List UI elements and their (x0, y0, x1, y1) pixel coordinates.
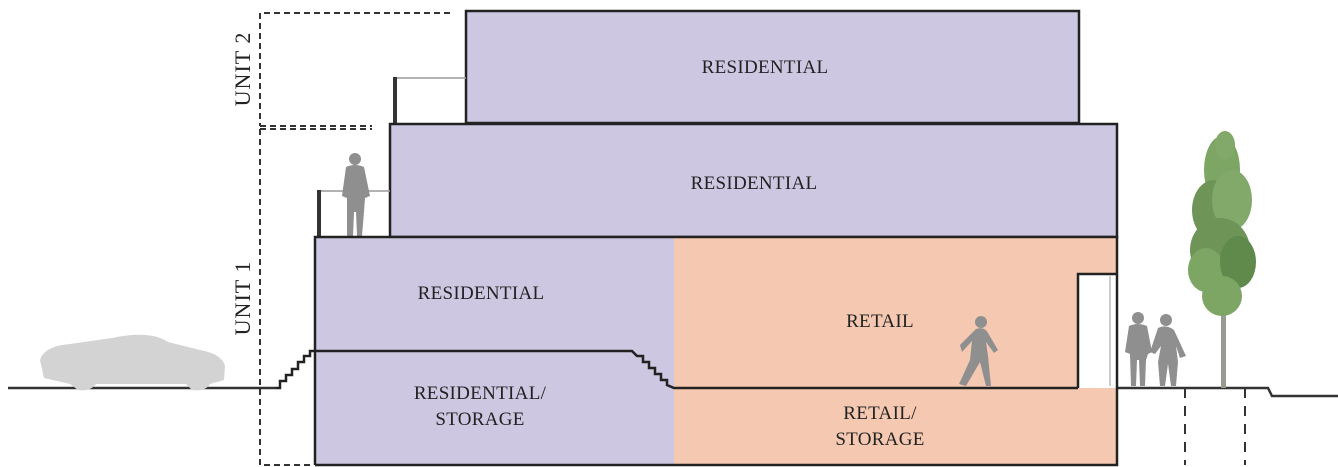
retail-label: RETAIL (846, 311, 914, 332)
basement-retail-block (674, 388, 1117, 465)
basement-residential-label-line2: STORAGE (435, 409, 524, 430)
basement-residential-block (315, 351, 674, 465)
car-icon (40, 334, 225, 391)
retail-block (674, 237, 1117, 388)
basement-retail-label-line2: STORAGE (835, 429, 924, 450)
upper-terrace-railing (393, 77, 466, 124)
unit-1-outline (313, 235, 1119, 467)
basement-retail-label-line1: RETAIL/ (843, 403, 917, 424)
lower-residential-label: RESIDENTIAL (418, 283, 545, 304)
ground-line (8, 386, 1338, 398)
tree-icon (1188, 131, 1256, 388)
middle-residential-block (388, 122, 1119, 239)
person-standing-icon (342, 153, 370, 236)
underground-dashed-lines (1184, 388, 1246, 465)
middle-residential-label: RESIDENTIAL (691, 173, 818, 194)
unit-2-bracket (259, 12, 450, 130)
unit-2-label: UNIT 2 (230, 32, 255, 107)
top-residential-label: RESIDENTIAL (702, 57, 829, 78)
unit-1-label: UNIT 1 (230, 261, 255, 336)
basement-residential-label-line1: RESIDENTIAL/ (414, 383, 547, 404)
lower-residential-block (315, 237, 674, 351)
interior-floor-line (276, 349, 1078, 390)
person-walking-icon (959, 316, 998, 386)
couple-icon (1125, 312, 1186, 386)
top-residential-block (464, 9, 1081, 125)
unit-1-bracket (259, 129, 310, 466)
